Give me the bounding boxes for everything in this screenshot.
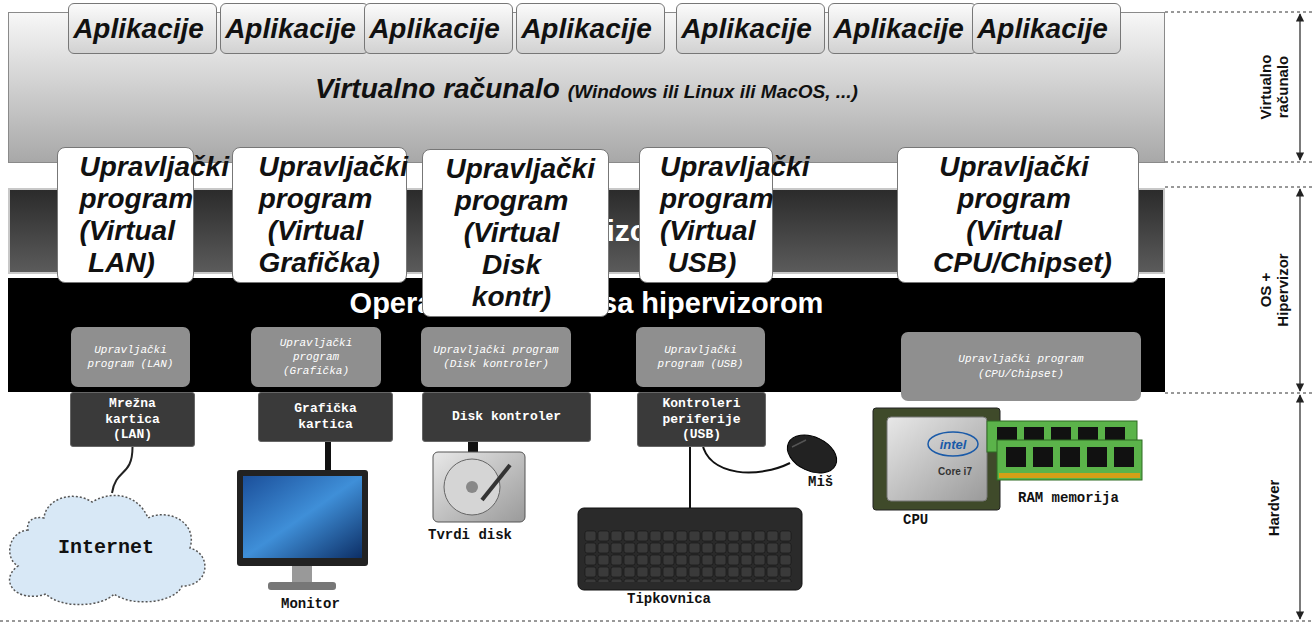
text-wrap: Aplikacije [681, 13, 820, 45]
node-title: Disk kontroler [452, 409, 561, 425]
text-wrap: Mrežna kartica (LAN) [97, 396, 169, 443]
cloud-shape [10, 495, 205, 604]
virtual-driver-box: Upravljački program (Virtual USB) [639, 147, 773, 283]
text-wrap: Disk kontroler [452, 409, 561, 425]
virtual-computer-band: Virtualno računalo (Windows ili Linux ili… [8, 12, 1165, 163]
text-wrap: Upravljački program (Virtual Disk kontr) [446, 153, 586, 313]
network-cable [112, 447, 133, 493]
driver-box: Upravljački program (Disk kontroler) [421, 327, 571, 387]
text-wrap: Upravljački program (USB) [655, 343, 747, 372]
node-title: Internet [58, 536, 154, 559]
part-name: Tvrdi disk [428, 527, 512, 543]
layer-label: Hardver [1265, 453, 1282, 563]
application-box: Aplikacije [364, 3, 513, 54]
hardware-card: Grafička kartica [258, 392, 393, 442]
node-title: Upravljački program (Virtual Disk kontr) [446, 153, 578, 313]
node-title: Aplikacije [225, 13, 356, 45]
node-title: Mrežna kartica (LAN) [97, 396, 169, 443]
application-box: Aplikacije [972, 3, 1121, 54]
driver-box: Upravljački program (Grafička) [251, 327, 381, 387]
part-name: Monitor [281, 596, 340, 612]
virtual-driver-box: Upravljački program (Virtual Disk kontr) [422, 149, 609, 317]
node-title: Aplikacije [977, 13, 1108, 45]
text-wrap: Grafička kartica [276, 401, 376, 432]
node-title: Aplikacije [681, 13, 812, 45]
text-wrap: Aplikacije [73, 13, 212, 45]
part-name: CPU [903, 512, 928, 528]
text-wrap: Upravljački program (LAN) [85, 343, 177, 372]
driver-box: Upravljački program (CPU/Chipset) [901, 332, 1141, 401]
node-title: Upravljački program (Grafička) [260, 336, 372, 379]
node-title: Aplikacije [521, 13, 652, 45]
text-wrap: Upravljački program (Virtual Grafička) [259, 151, 381, 279]
part-name: RAM memorija [1018, 490, 1119, 506]
node-subtitle: (Windows ili Linux ili MacOS, ...) [568, 81, 858, 103]
driver-box: Upravljački program (LAN) [71, 327, 190, 387]
node-title: Grafička kartica [276, 401, 376, 432]
internet-cloud: Internet [0, 488, 212, 606]
hardware-card: Disk kontroler [422, 392, 591, 442]
text-wrap: Upravljački program (Disk kontroler) [426, 343, 566, 372]
node-title: Upravljački program (LAN) [85, 343, 177, 372]
driver-box: Upravljački program (USB) [636, 327, 765, 387]
virtual-driver-box: Upravljački program (Virtual Grafička) [232, 147, 407, 283]
text-wrap: Upravljački program (CPU/Chipset) [936, 352, 1106, 381]
text-wrap: Upravljački program (Virtual USB) [660, 151, 752, 279]
node-title: Upravljački program (Virtual CPU/Chipset… [933, 151, 1095, 279]
node-title: Upravljački program (Virtual USB) [660, 151, 744, 279]
virtual-driver-box: Upravljački program (Virtual CPU/Chipset… [897, 147, 1139, 283]
text-wrap: Aplikacije [225, 13, 364, 45]
text-wrap: Aplikacije [833, 13, 972, 45]
text-wrap: Kontroleri periferije (USB) [647, 396, 757, 443]
chip-model: Core i7 [938, 466, 972, 477]
application-box: Aplikacije [828, 3, 977, 54]
node-title: Virtualno računalo [315, 73, 560, 105]
text-wrap: Upravljački program (Virtual LAN) [80, 151, 172, 279]
node-title: Upravljački program (USB) [655, 343, 747, 372]
node-title: Aplikacije [833, 13, 964, 45]
application-box: Aplikacije [220, 3, 369, 54]
text-wrap: Upravljački program (Virtual CPU/Chipset… [933, 151, 1103, 279]
node-title: Aplikacije [369, 13, 500, 45]
application-box: Aplikacije [516, 3, 665, 54]
chip-logo: intel [940, 437, 967, 452]
node-title: Aplikacije [73, 13, 204, 45]
text-wrap: Internet [58, 536, 154, 559]
text-wrap: Upravljački program (Grafička) [260, 336, 372, 379]
part-name: Tipkovnica [627, 591, 711, 607]
virtual-driver-box: Upravljački program (Virtual LAN) [57, 147, 194, 283]
application-box: Aplikacije [68, 3, 217, 54]
text-wrap: Aplikacije [369, 13, 508, 45]
layer-label: Virtualno računalo [1257, 32, 1292, 142]
text-wrap: Aplikacije [977, 13, 1116, 45]
hardware-card: Mrežna kartica (LAN) [70, 392, 195, 447]
node-title: Upravljački program (Virtual Grafička) [259, 151, 373, 279]
application-box: Aplikacije [676, 3, 825, 54]
text-wrap: Aplikacije [521, 13, 660, 45]
text-wrap: Virtualno računalo (Windows ili Linux ili… [315, 73, 858, 105]
layer-label: OS + Hipervizor [1257, 235, 1292, 345]
node-title: Upravljački program (Disk kontroler) [426, 343, 566, 372]
hardware-card: Kontroleri periferije (USB) [637, 392, 766, 447]
node-title: Kontroleri periferije (USB) [647, 396, 757, 443]
part-name: Miš [808, 474, 833, 490]
node-title: Upravljački program (CPU/Chipset) [936, 352, 1106, 381]
node-title: Upravljački program (Virtual LAN) [80, 151, 164, 279]
